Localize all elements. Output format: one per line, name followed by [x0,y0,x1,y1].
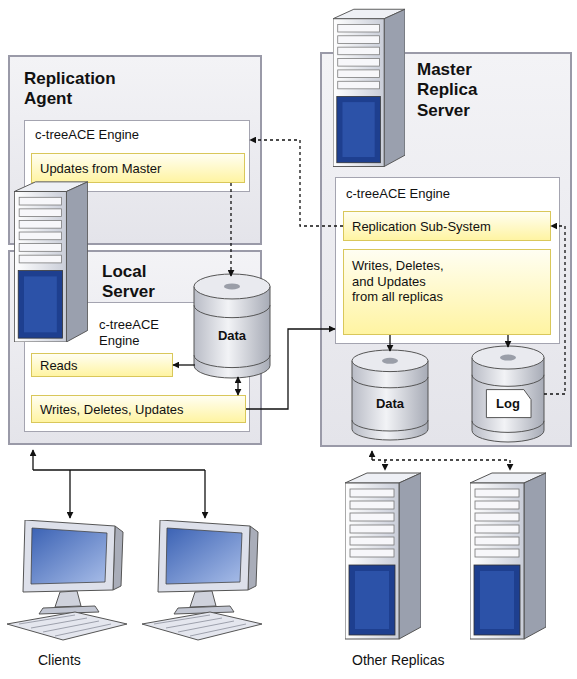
disk-body [194,286,270,378]
client-wire [32,450,33,470]
local-panel: ReadsWrites, Deletes, Updates c-treeACE E… [8,250,262,445]
flow-connector [230,183,231,276]
client-wire [33,469,205,470]
caption-label: Clients [38,652,81,669]
caption-label: Other Replicas [352,652,445,669]
client-wire [69,470,70,518]
master-panel: Replication Sub-SystemWrites, Deletes, a… [320,52,572,447]
disk-hole [382,358,398,364]
box-text: c-treeACE Engine [99,317,185,348]
disk-label: Data [352,396,428,412]
box-text: c-treeACE Engine [35,127,139,143]
disk-label: Log [472,396,544,412]
client-wires [33,450,205,518]
panel-title: Local Server [102,262,172,303]
process-band: Replication Sub-System [343,211,551,241]
agent-panel: Updates from Master c-treeACE Engine Repli… [8,55,262,245]
client-wire [204,470,205,518]
disk-platter [472,421,544,433]
box-text: c-treeACE Engine [346,186,450,202]
client-computer [7,520,127,640]
disk-platter [352,420,428,431]
disk-platter [472,375,544,387]
engine-box: Updates from Master c-treeACE Engine [24,120,250,192]
client-computer [142,520,262,640]
replica-wire [372,460,510,470]
flow-connector [507,335,508,347]
engine-box: Replication Sub-SystemWrites, Deletes, a… [335,177,560,344]
disk-outline [194,274,270,378]
flow-connector [544,226,565,394]
disk-body [352,361,428,440]
box-text: Writes, Deletes, and Updates from all re… [352,258,452,305]
panel-title: Replication Agent [24,69,144,110]
disk-outline [472,346,544,442]
log-disk: Log [472,346,544,442]
box-text: Reads [40,358,78,374]
disk-platter [352,377,428,388]
box-text: Updates from Master [40,161,161,177]
flow-connector [246,329,335,409]
disk-platter [194,305,270,317]
data-disk: Data [194,274,270,378]
data-disk: Data [352,350,428,440]
server-icon [333,9,405,166]
process-band: Reads [31,353,173,377]
flow-connector [389,335,390,351]
box-text: Writes, Deletes, Updates [40,402,184,418]
flow-connector [237,377,238,395]
process-band: Updates from Master [31,153,245,183]
server-icon [345,473,421,639]
disk-hole [500,355,516,361]
disk-top [472,346,544,369]
server-icon [14,182,87,342]
flow-connector [173,364,195,365]
disk-outline [352,350,428,440]
panel-title: Master Replica Server [417,60,517,121]
disk-platter [194,355,270,367]
disk-top [352,350,428,372]
replica-wires [372,451,510,470]
disk-hole [224,283,240,289]
disk-top [194,274,270,299]
process-band: Writes, Deletes, Updates [31,395,246,423]
replica-wire [384,460,385,470]
box-text: Replication Sub-System [352,219,491,235]
disk-body [472,358,544,442]
flow-connector [250,140,343,226]
disk-label: Data [194,328,270,344]
replica-wire [371,451,372,460]
process-band: Writes, Deletes, and Updates from all re… [343,249,551,335]
server-icon [470,473,546,639]
